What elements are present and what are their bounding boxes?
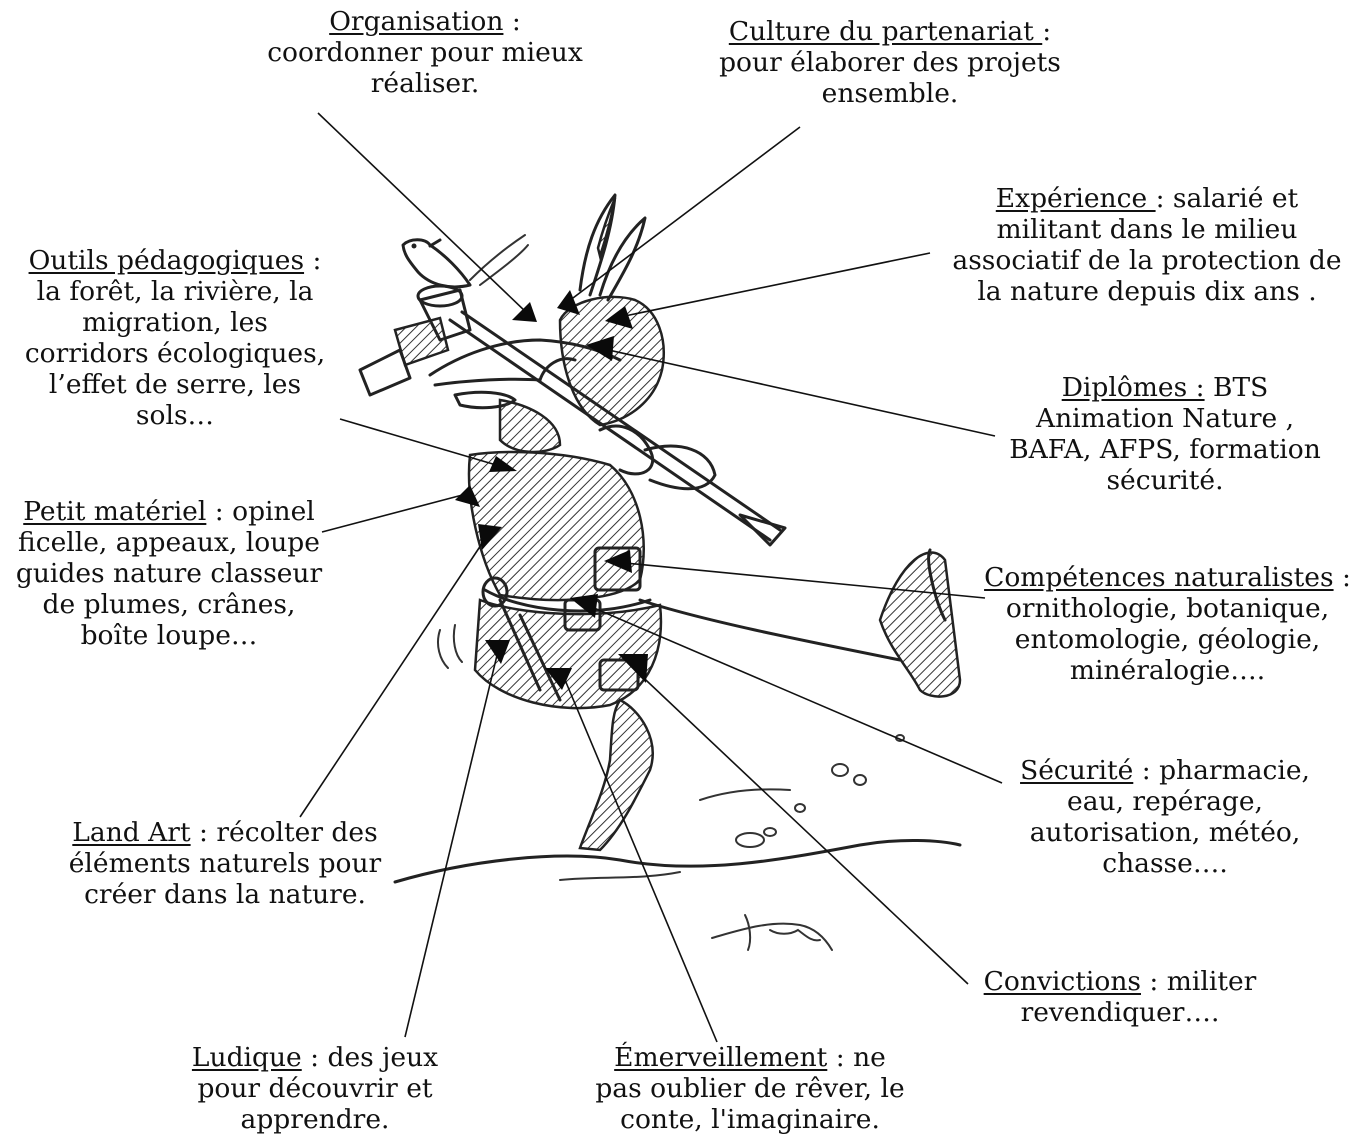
- label-title: Compétences naturalistes: [984, 562, 1333, 593]
- label-diplomes: Diplômes : BTS Animation Nature , BAFA, …: [980, 372, 1350, 496]
- label-partenariat: Culture du partenariat : pour élaborer d…: [700, 16, 1080, 109]
- label-title: Diplômes :: [1062, 372, 1205, 403]
- label-title: Ludique: [192, 1042, 302, 1073]
- label-organisation: Organisation : coordonner pour mieux réa…: [240, 6, 610, 99]
- label-ludique: Ludique : des jeux pour découvrir et app…: [135, 1042, 495, 1135]
- pebbles: [700, 735, 904, 847]
- label-title: Land Art: [72, 817, 190, 848]
- label-title: Outils pédagogiques: [29, 245, 305, 276]
- label-title: Émerveillement: [614, 1042, 827, 1073]
- bird-drawing: [403, 235, 528, 287]
- label-experience: Expérience : salarié et militant dans le…: [938, 183, 1356, 307]
- feathers-drawing: [580, 195, 645, 300]
- label-convictions: Convictions : militer revendiquer….: [955, 966, 1285, 1028]
- label-landart: Land Art : récolter des éléments naturel…: [40, 817, 410, 910]
- label-materiel: Petit matériel : opinel ficelle, appeaux…: [4, 496, 334, 651]
- signature: [712, 915, 832, 950]
- label-title: Organisation: [329, 6, 503, 37]
- label-title: Culture du partenariat: [729, 16, 1042, 47]
- label-securite: Sécurité : pharmacie, eau, repérage, aut…: [985, 755, 1345, 879]
- label-title: Convictions: [984, 966, 1141, 997]
- label-title: Petit matériel: [23, 496, 206, 527]
- label-outils: Outils pédagogiques : la forêt, la riviè…: [10, 245, 340, 431]
- label-title: Sécurité: [1020, 755, 1133, 786]
- telescope-drawing: [360, 286, 470, 395]
- label-competences: Compétences naturalistes : ornithologie,…: [970, 562, 1365, 686]
- label-title: Expérience: [996, 183, 1156, 214]
- label-emerveillement: Émerveillement : ne pas oublier de rêver…: [555, 1042, 945, 1135]
- ground-line: [395, 840, 960, 882]
